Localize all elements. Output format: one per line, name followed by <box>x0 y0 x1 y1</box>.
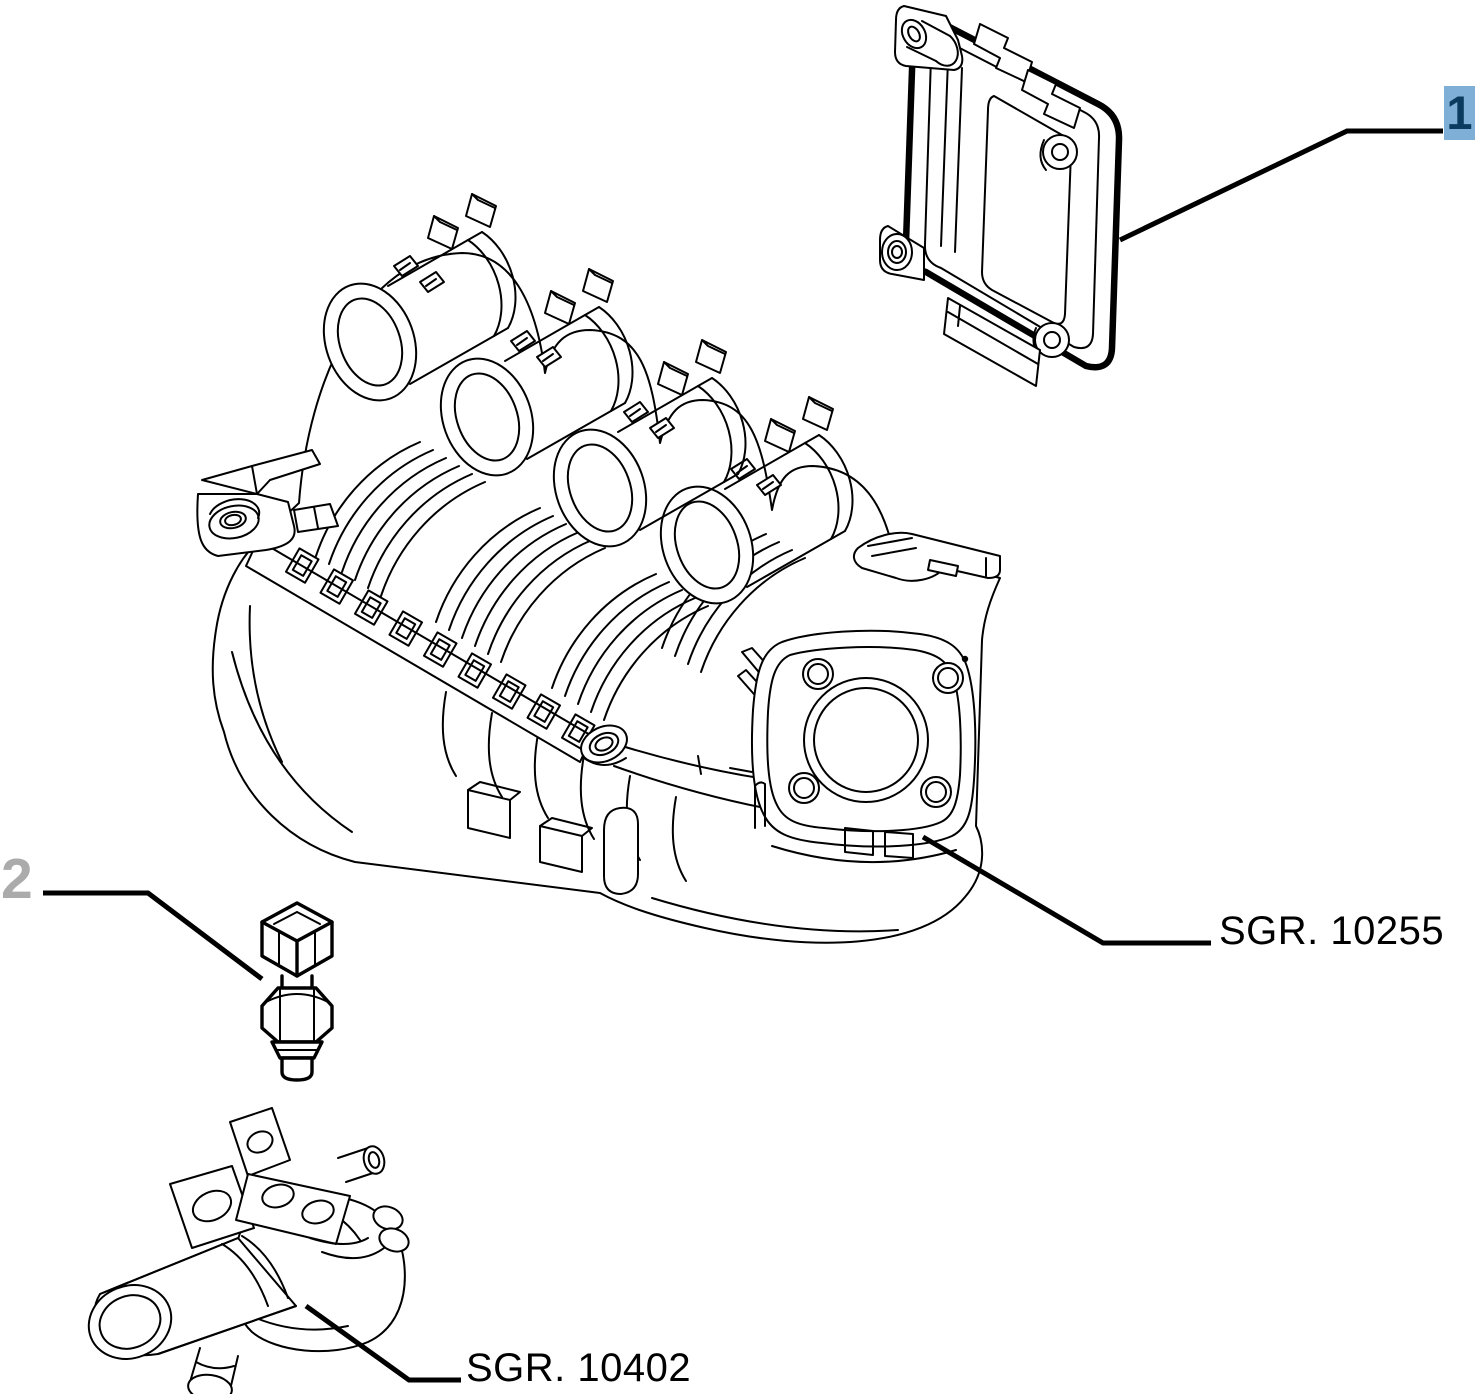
engine-control-unit-drawing[interactable] <box>879 5 1123 387</box>
manifold-bolt-boss <box>580 724 628 766</box>
temperature-sensor-drawing[interactable] <box>260 901 334 1082</box>
thermostat-bypass-tube <box>309 1205 410 1260</box>
ecu-left-lug <box>879 225 925 281</box>
manifold-throttle-flange <box>750 629 977 859</box>
callout-2-badge[interactable]: 2 <box>1 847 33 911</box>
manifold-support-arm <box>852 531 1001 582</box>
thermostat-stub-pipe <box>337 1145 386 1183</box>
thermostat-hose-outlet <box>87 1235 297 1360</box>
reference-sgr-10255[interactable]: SGR. 10255 <box>1219 909 1445 953</box>
callout-1-badge[interactable]: 1 <box>1444 86 1475 140</box>
manifold-rail <box>245 539 596 763</box>
ecu-connector <box>943 297 1041 387</box>
thermostat-housing-drawing[interactable] <box>78 1107 412 1394</box>
leader-sgr-10402 <box>304 1303 461 1383</box>
leader-sgr-10255 <box>921 834 1211 946</box>
reference-sgr-10402[interactable]: SGR. 10402 <box>466 1346 692 1390</box>
manifold-feet <box>467 781 766 895</box>
thermostat-mounting-ears <box>169 1107 351 1249</box>
leader-callout-1 <box>1118 128 1443 243</box>
leader-callout-2 <box>43 890 264 981</box>
manifold-left-bracket <box>196 449 339 557</box>
leader-lines <box>43 128 1443 1383</box>
thermostat-bottom-stub <box>187 1347 239 1394</box>
ecu-top-left-lug <box>894 5 964 71</box>
intake-manifold-drawing[interactable] <box>196 193 1001 944</box>
